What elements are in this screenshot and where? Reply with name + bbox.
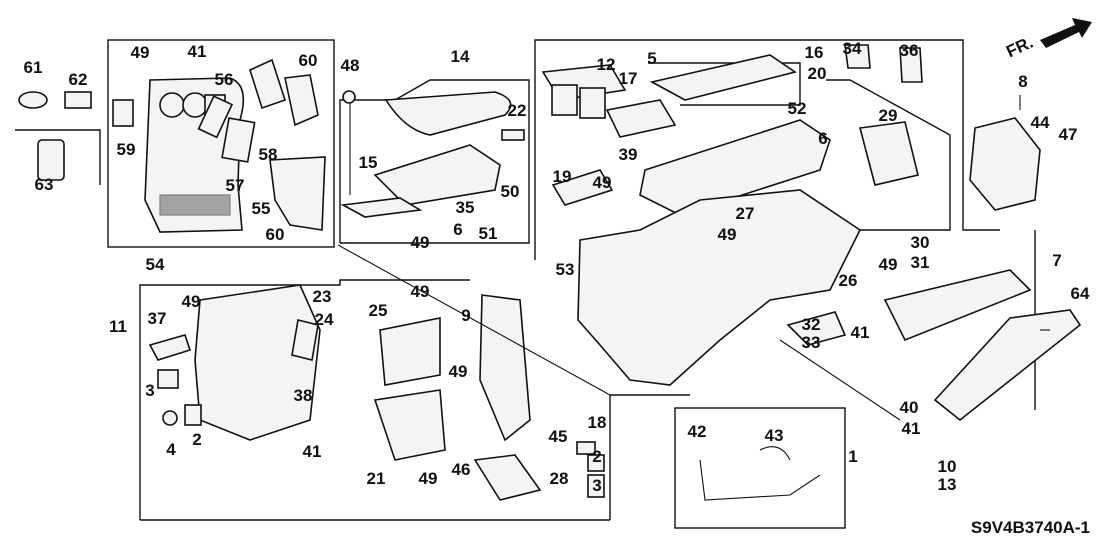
callout: 33 — [802, 333, 821, 352]
callout: 39 — [619, 145, 638, 164]
callout: 44 — [1031, 113, 1050, 132]
callout: 19 — [553, 167, 572, 186]
callout: 49 — [411, 233, 430, 252]
callout: 54 — [146, 255, 165, 274]
callout: 41 — [851, 323, 870, 342]
callout: 41 — [902, 419, 921, 438]
callout: 49 — [718, 225, 737, 244]
callout: 12 — [597, 55, 616, 74]
callout: 49 — [411, 282, 430, 301]
callout: 53 — [556, 260, 575, 279]
callouts: 61 62 63 49 41 60 56 59 58 57 55 60 54 4… — [24, 39, 1090, 495]
callout: 22 — [508, 101, 527, 120]
callout: 41 — [188, 42, 207, 61]
callout: 38 — [294, 386, 313, 405]
callout: 14 — [451, 47, 470, 66]
callout: 6 — [453, 220, 462, 239]
callout: 49 — [593, 173, 612, 192]
callout: 60 — [266, 225, 285, 244]
callout: 18 — [588, 413, 607, 432]
callout: 10 — [938, 457, 957, 476]
callout: 49 — [449, 362, 468, 381]
callout: 37 — [148, 309, 167, 328]
callout: 31 — [911, 253, 930, 272]
callout: 26 — [839, 271, 858, 290]
callout: 6 — [818, 129, 827, 148]
callout: 58 — [259, 145, 278, 164]
callout: 9 — [461, 306, 470, 325]
front-label: FR. — [1003, 33, 1036, 62]
callout: 47 — [1059, 125, 1078, 144]
callout: 17 — [619, 69, 638, 88]
parts — [18, 44, 1082, 501]
callout: 45 — [549, 427, 568, 446]
callout: 48 — [341, 56, 360, 75]
callout: 8 — [1018, 72, 1027, 91]
callout: 25 — [369, 301, 388, 320]
callout: 63 — [35, 175, 54, 194]
callout: 3 — [145, 381, 154, 400]
callout: 55 — [252, 199, 271, 218]
callout: 4 — [166, 440, 176, 459]
callout: 52 — [788, 99, 807, 118]
callout: 21 — [367, 469, 386, 488]
callout: 60 — [299, 51, 318, 70]
callout: 28 — [550, 469, 569, 488]
callout: 46 — [452, 460, 471, 479]
callout: 49 — [879, 255, 898, 274]
callout: 40 — [900, 398, 919, 417]
callout: 23 — [313, 287, 332, 306]
diagram-code: S9V4B3740A-1 — [971, 518, 1090, 537]
callout: 2 — [192, 430, 201, 449]
callout: 2 — [592, 447, 601, 466]
callout: 29 — [879, 106, 898, 125]
callout: 7 — [1052, 251, 1061, 270]
callout: 49 — [182, 292, 201, 311]
callout: 42 — [688, 422, 707, 441]
callout: 50 — [501, 182, 520, 201]
leader-lines — [337, 95, 1050, 421]
callout: 49 — [419, 469, 438, 488]
callout: 20 — [808, 64, 827, 83]
callout: 30 — [911, 233, 930, 252]
callout: 24 — [315, 310, 334, 329]
callout: 59 — [117, 140, 136, 159]
callout: 13 — [938, 475, 957, 494]
callout: 61 — [24, 58, 43, 77]
callout: 64 — [1071, 284, 1090, 303]
callout: 5 — [647, 49, 656, 68]
callout: 16 — [805, 43, 824, 62]
callout: 27 — [736, 204, 755, 223]
callout: 51 — [479, 224, 498, 243]
callout: 34 — [843, 39, 862, 58]
callout: 11 — [109, 317, 127, 336]
callout: 1 — [848, 447, 857, 466]
callout: 36 — [900, 41, 919, 60]
callout: 62 — [69, 70, 88, 89]
callout: 15 — [359, 153, 378, 172]
callout: 43 — [765, 426, 784, 445]
callout: 56 — [215, 70, 234, 89]
callout: 3 — [592, 476, 601, 495]
callout: 32 — [802, 315, 821, 334]
front-arrow-icon — [1040, 18, 1092, 48]
callout: 35 — [456, 198, 475, 217]
callout: 41 — [303, 442, 322, 461]
callout: 57 — [226, 176, 245, 195]
callout: 49 — [131, 43, 150, 62]
front-direction-indicator: FR. — [1003, 18, 1092, 61]
